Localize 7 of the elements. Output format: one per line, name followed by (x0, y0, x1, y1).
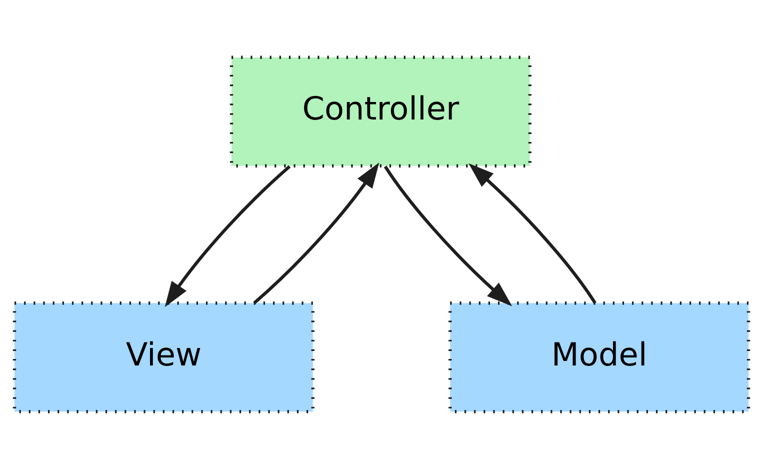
node-box: Controller (230, 56, 532, 168)
arrow (384, 166, 512, 306)
arrow (164, 165, 291, 308)
node-box: View (12, 302, 314, 414)
arrow (468, 163, 596, 304)
node-box: Model (448, 302, 750, 414)
arrow (253, 162, 380, 304)
